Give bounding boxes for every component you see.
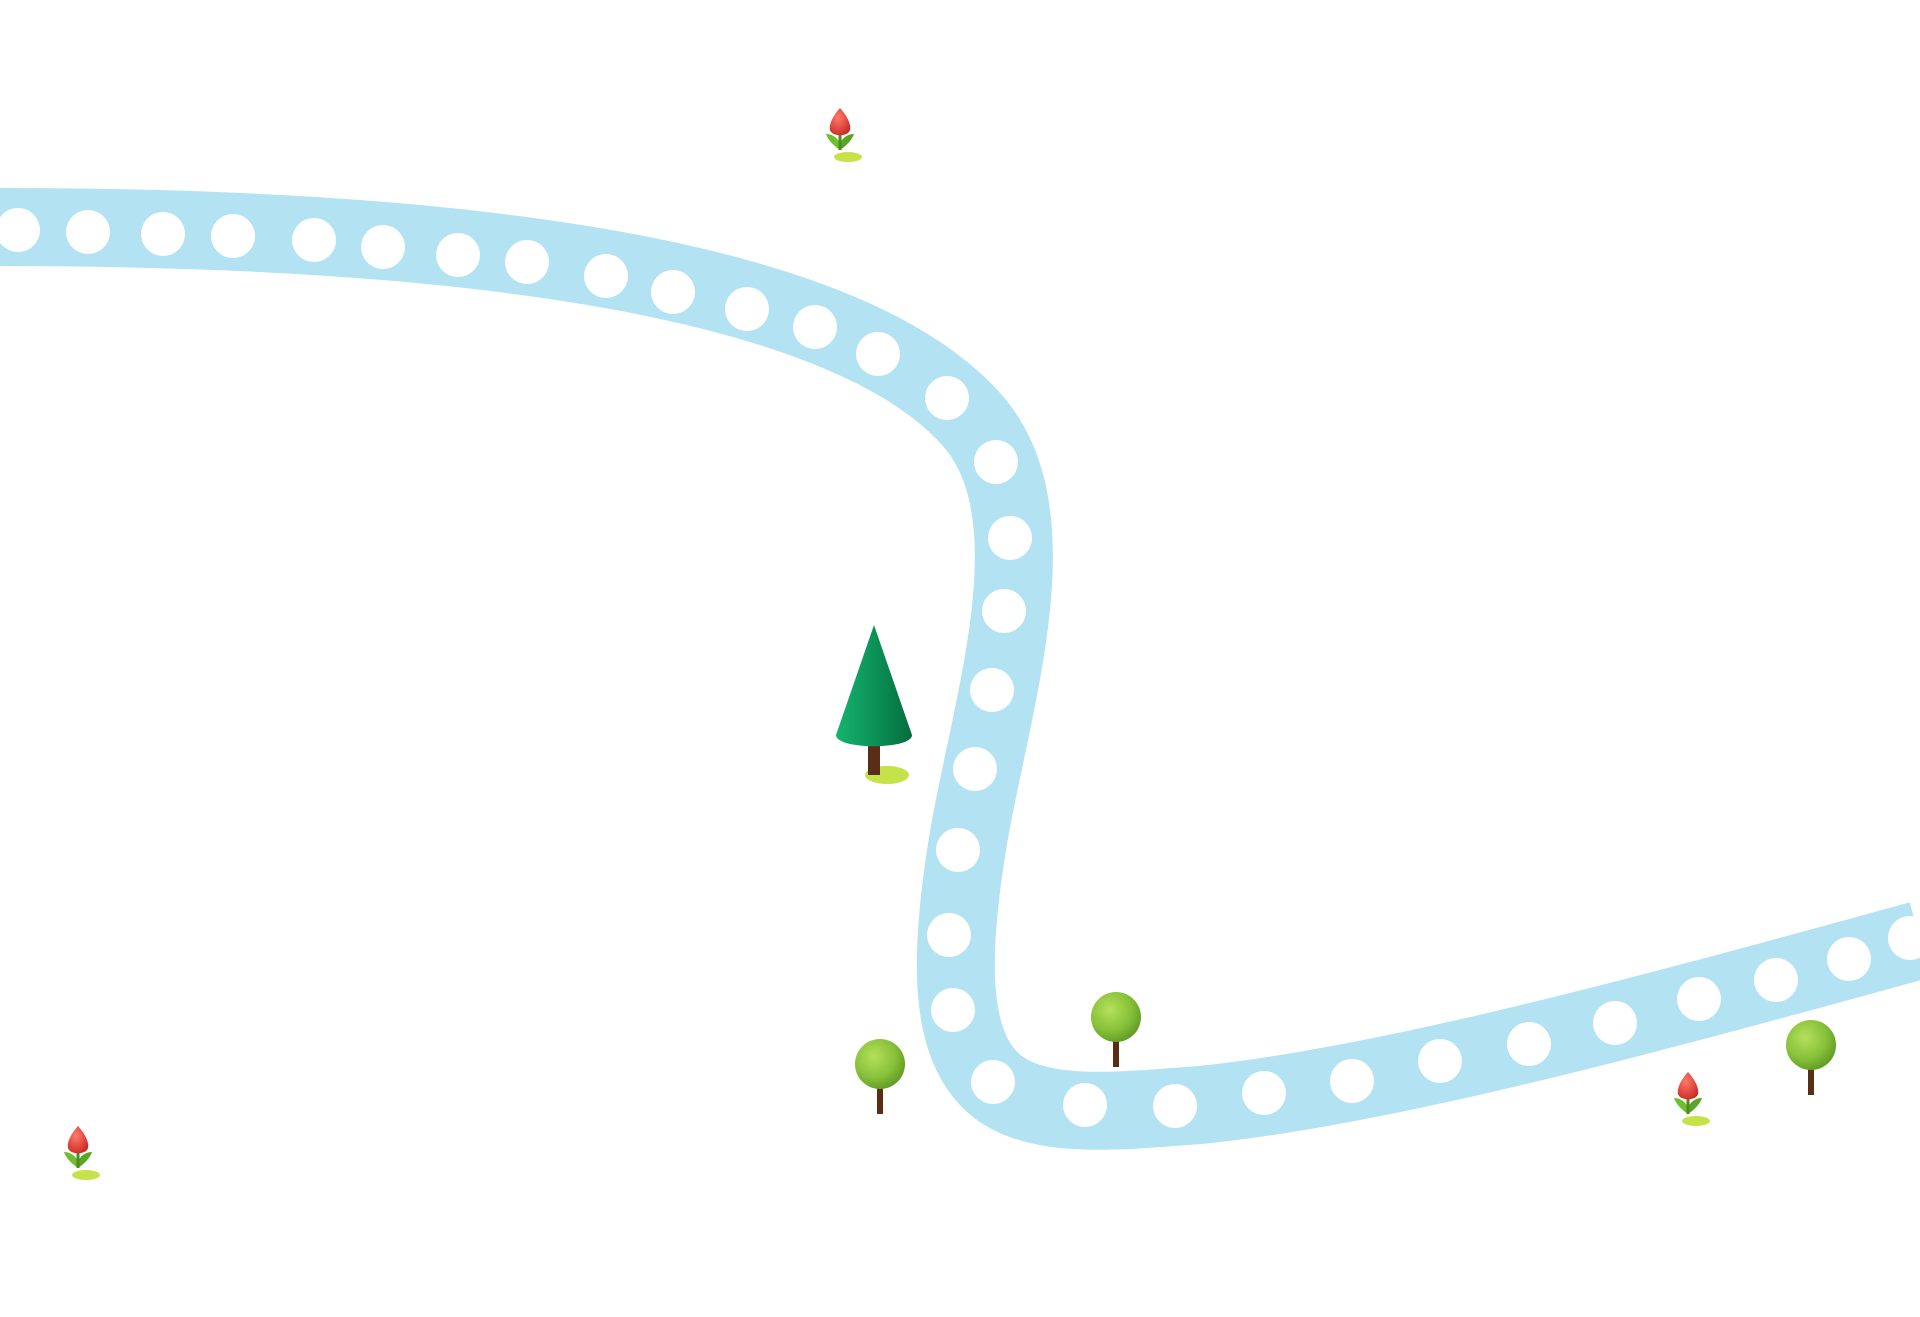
board-space[interactable] bbox=[953, 747, 997, 791]
board-space[interactable] bbox=[982, 589, 1026, 633]
board-space[interactable] bbox=[1677, 977, 1721, 1021]
board-space[interactable] bbox=[0, 208, 40, 252]
board-space[interactable] bbox=[1754, 958, 1798, 1002]
board-space[interactable] bbox=[925, 376, 969, 420]
red-tulip-icon bbox=[1674, 1072, 1710, 1126]
red-tulip-icon bbox=[64, 1126, 100, 1180]
board-space[interactable] bbox=[725, 287, 769, 331]
board-space[interactable] bbox=[1507, 1022, 1551, 1066]
board-space[interactable] bbox=[1153, 1084, 1197, 1128]
round-tree-icon bbox=[855, 1039, 905, 1114]
round-tree-icon bbox=[1786, 1020, 1836, 1095]
board-space[interactable] bbox=[856, 332, 900, 376]
board-space[interactable] bbox=[1593, 1001, 1637, 1045]
board-space[interactable] bbox=[927, 913, 971, 957]
board-space[interactable] bbox=[505, 240, 549, 284]
board-space[interactable] bbox=[1888, 916, 1920, 960]
board-space[interactable] bbox=[931, 988, 975, 1032]
board-space[interactable] bbox=[936, 828, 980, 872]
board-space[interactable] bbox=[988, 516, 1032, 560]
board-space[interactable] bbox=[211, 214, 255, 258]
board-space[interactable] bbox=[1330, 1059, 1374, 1103]
board-space[interactable] bbox=[1418, 1039, 1462, 1083]
board-space[interactable] bbox=[1242, 1071, 1286, 1115]
board-space[interactable] bbox=[1827, 937, 1871, 981]
pine-tree-icon bbox=[836, 625, 912, 784]
board-space[interactable] bbox=[651, 270, 695, 314]
board-space[interactable] bbox=[974, 440, 1018, 484]
board-space[interactable] bbox=[361, 225, 405, 269]
board-space[interactable] bbox=[141, 212, 185, 256]
game-path bbox=[0, 188, 1920, 1150]
board-space[interactable] bbox=[66, 210, 110, 254]
board-space[interactable] bbox=[793, 305, 837, 349]
board-space[interactable] bbox=[1063, 1083, 1107, 1127]
board-space[interactable] bbox=[292, 218, 336, 262]
board-spaces bbox=[0, 208, 1920, 1128]
board-space[interactable] bbox=[970, 668, 1014, 712]
round-tree-icon bbox=[1091, 992, 1141, 1067]
board-space[interactable] bbox=[971, 1060, 1015, 1104]
board-space[interactable] bbox=[584, 254, 628, 298]
board-space[interactable] bbox=[436, 233, 480, 277]
red-tulip-icon bbox=[826, 108, 862, 162]
